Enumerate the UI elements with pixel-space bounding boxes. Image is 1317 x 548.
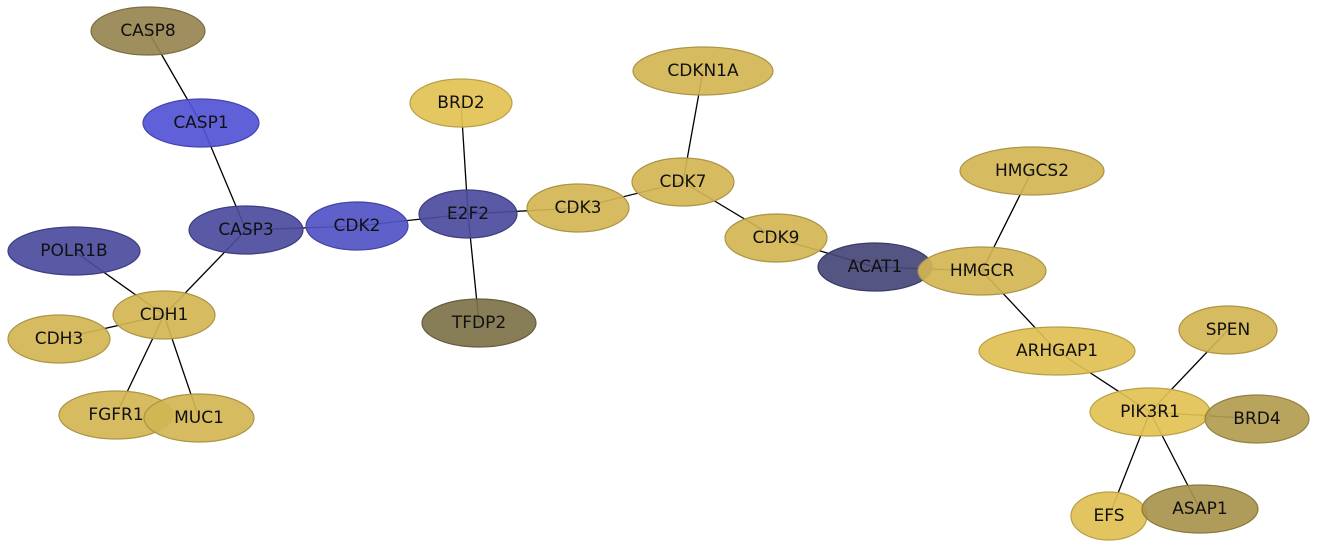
node-polr1b[interactable]: POLR1B xyxy=(7,226,141,276)
node-ellipse[interactable] xyxy=(1141,484,1259,534)
node-ellipse[interactable] xyxy=(305,201,409,251)
node-cdk9[interactable]: CDK9 xyxy=(724,213,828,263)
node-spen[interactable]: SPEN xyxy=(1178,305,1278,355)
node-brd2[interactable]: BRD2 xyxy=(409,78,513,128)
node-ellipse[interactable] xyxy=(7,314,111,364)
node-hmgcs2[interactable]: HMGCS2 xyxy=(959,146,1105,196)
node-efs[interactable]: EFS xyxy=(1070,491,1148,541)
node-ellipse[interactable] xyxy=(1178,305,1278,355)
node-ellipse[interactable] xyxy=(421,298,537,348)
node-arhgap1[interactable]: ARHGAP1 xyxy=(978,326,1136,376)
node-ellipse[interactable] xyxy=(7,226,141,276)
node-e2f2[interactable]: E2F2 xyxy=(418,189,518,239)
node-ellipse[interactable] xyxy=(1204,394,1310,444)
node-ellipse[interactable] xyxy=(959,146,1105,196)
node-ellipse[interactable] xyxy=(817,242,933,292)
node-ellipse[interactable] xyxy=(1070,491,1148,541)
node-casp3[interactable]: CASP3 xyxy=(188,205,304,255)
node-ellipse[interactable] xyxy=(724,213,828,263)
node-ellipse[interactable] xyxy=(632,46,774,96)
node-cdk7[interactable]: CDK7 xyxy=(631,157,735,207)
node-ellipse[interactable] xyxy=(90,6,206,56)
node-tfdp2[interactable]: TFDP2 xyxy=(421,298,537,348)
node-ellipse[interactable] xyxy=(418,189,518,239)
node-ellipse[interactable] xyxy=(188,205,304,255)
node-cdh1[interactable]: CDH1 xyxy=(112,290,216,340)
node-ellipse[interactable] xyxy=(112,290,216,340)
node-brd4[interactable]: BRD4 xyxy=(1204,394,1310,444)
edge-layer xyxy=(58,30,1258,517)
node-acat1[interactable]: ACAT1 xyxy=(817,242,933,292)
node-muc1[interactable]: MUC1 xyxy=(143,393,255,443)
node-casp1[interactable]: CASP1 xyxy=(142,98,260,148)
node-ellipse[interactable] xyxy=(409,78,513,128)
node-ellipse[interactable] xyxy=(143,393,255,443)
node-hmgcr[interactable]: HMGCR xyxy=(917,246,1047,296)
node-cdk2[interactable]: CDK2 xyxy=(305,201,409,251)
node-ellipse[interactable] xyxy=(631,157,735,207)
node-ellipse[interactable] xyxy=(1089,387,1211,437)
node-cdk3[interactable]: CDK3 xyxy=(526,183,630,233)
node-ellipse[interactable] xyxy=(917,246,1047,296)
node-casp8[interactable]: CASP8 xyxy=(90,6,206,56)
node-ellipse[interactable] xyxy=(526,183,630,233)
node-asap1[interactable]: ASAP1 xyxy=(1141,484,1259,534)
node-pik3r1[interactable]: PIK3R1 xyxy=(1089,387,1211,437)
node-cdkn1a[interactable]: CDKN1A xyxy=(632,46,774,96)
node-ellipse[interactable] xyxy=(142,98,260,148)
node-ellipse[interactable] xyxy=(978,326,1136,376)
node-cdh3[interactable]: CDH3 xyxy=(7,314,111,364)
